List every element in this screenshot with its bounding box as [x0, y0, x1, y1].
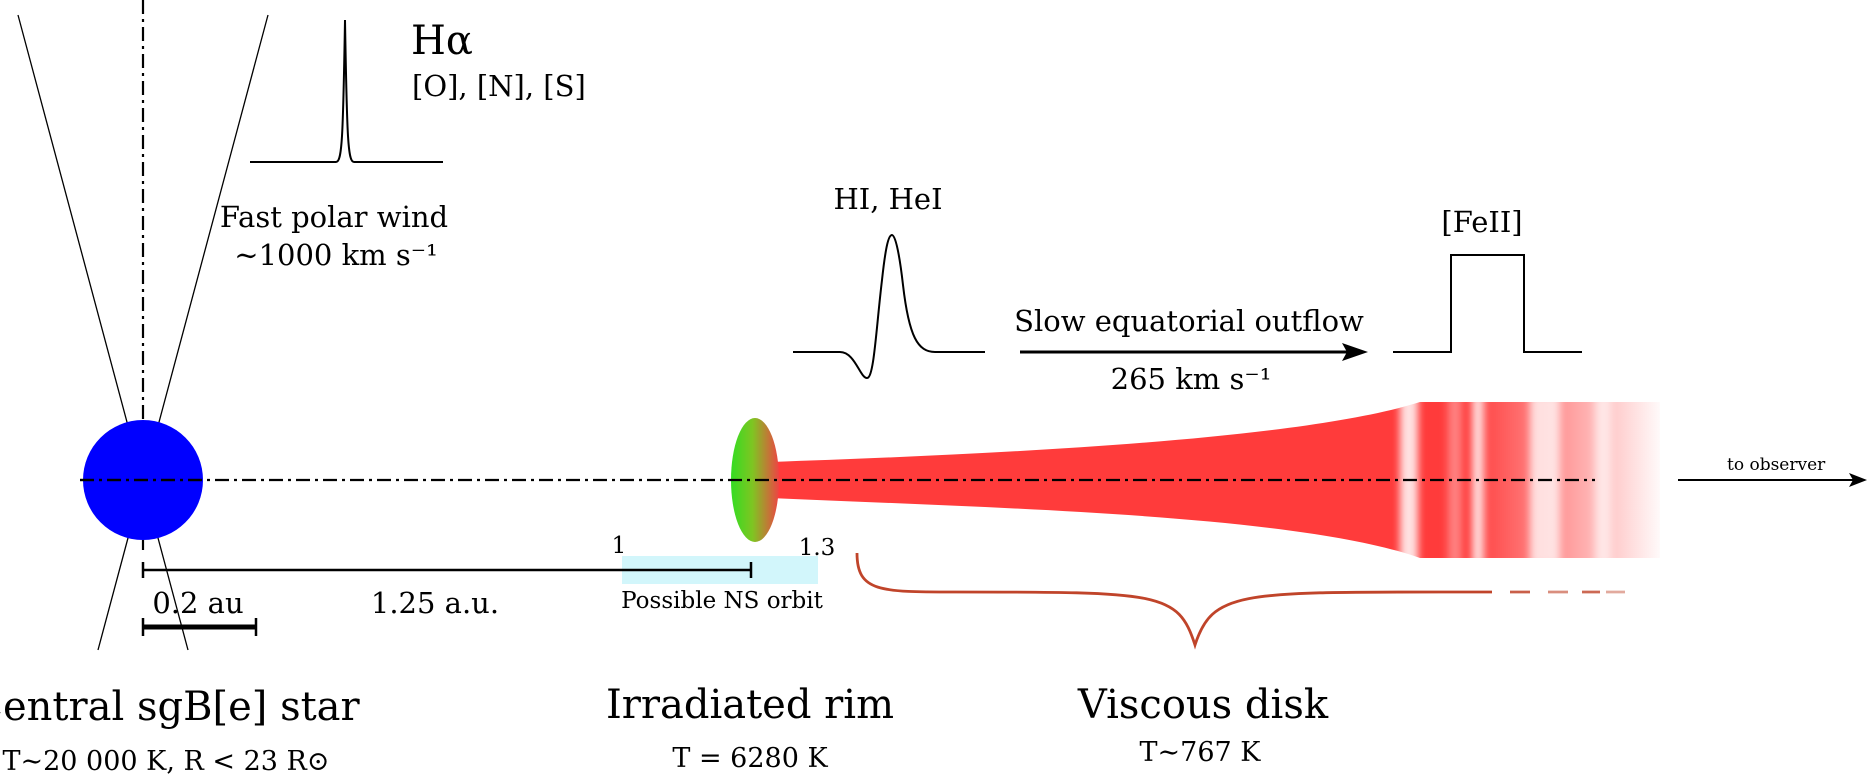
rim-params: T = 6280 K [672, 743, 828, 774]
rim-title: Irradiated rim [606, 682, 894, 728]
observer-arrow [1678, 473, 1867, 487]
polar-wind-cone [17, 14, 269, 651]
star-title: Central sgB[e] star [0, 684, 361, 730]
disk-brace [855, 552, 1441, 650]
halpha-profile [250, 19, 443, 163]
polar-wind-speed: ∼1000 km s⁻¹ [234, 238, 437, 272]
scale-bar [141, 618, 258, 636]
halpha-label: Hα [411, 18, 473, 64]
feii-profile [1393, 254, 1582, 353]
distance-bar [141, 562, 753, 578]
observer-label: to observer [1727, 455, 1826, 475]
forbidden-lines-label: [O], [N], [S] [412, 69, 586, 103]
hi-hei-profile [793, 233, 985, 380]
distance-label: 1.25 a.u. [371, 586, 499, 620]
disk-params: T∼767 K [1140, 737, 1262, 768]
hi-hei-label: HI, HeI [833, 182, 942, 216]
disk-title: Viscous disk [1077, 682, 1329, 728]
feii-label: [FeII] [1441, 205, 1522, 239]
ns-orbit-label: Possible NS orbit [621, 588, 823, 614]
outflow-speed: 265 km s⁻¹ [1111, 362, 1272, 396]
tick-1-label: 1 [612, 533, 627, 559]
tick-13-label: 1.3 [799, 535, 836, 561]
scalebar-label: 0.2 au [152, 586, 243, 620]
outflow-title: Slow equatorial outflow [1014, 304, 1364, 338]
polar-wind-title: Fast polar wind [220, 200, 448, 234]
star-params: T∼20 000 K, R < 23 R⊙ [2, 746, 329, 777]
outflow-arrow [1020, 343, 1368, 361]
